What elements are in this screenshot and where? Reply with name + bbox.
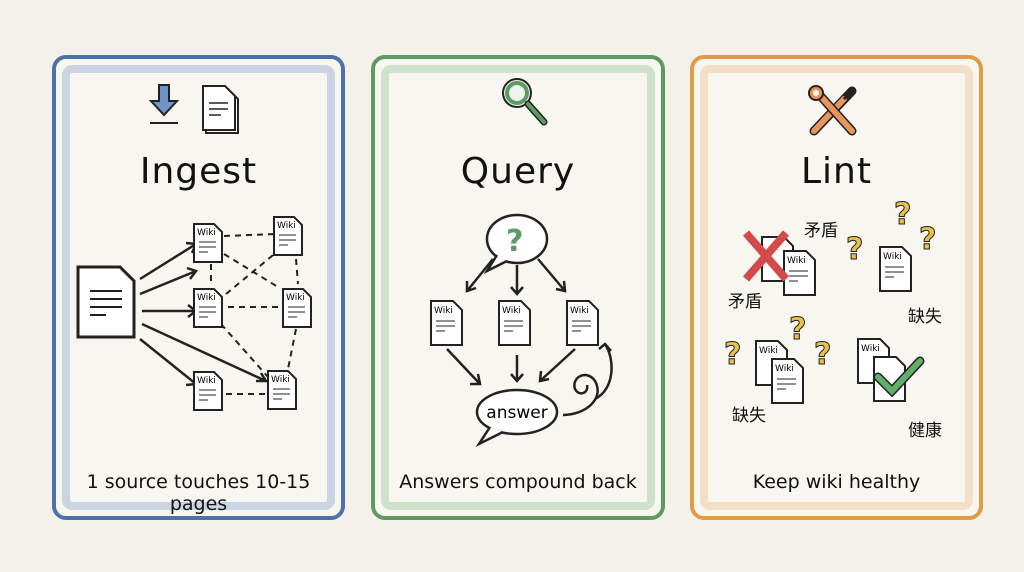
- svg-text:Wiki: Wiki: [197, 228, 216, 238]
- download-arrow-icon: [148, 84, 180, 124]
- svg-text:Wiki: Wiki: [883, 252, 902, 262]
- healthy-label: 健康: [908, 421, 942, 441]
- missing-label: 缺失: [732, 406, 766, 426]
- panel-title: Lint: [801, 151, 872, 192]
- document-icon: [202, 85, 239, 134]
- svg-text:?: ?: [846, 232, 863, 267]
- missing-docs-icon: Wiki Wiki: [755, 340, 804, 404]
- wiki-links: [210, 233, 299, 395]
- wiki-node: Wiki: [273, 216, 303, 256]
- missing-label: 缺失: [908, 307, 942, 327]
- svg-text:Wiki: Wiki: [197, 293, 216, 303]
- svg-text:?: ?: [789, 312, 806, 347]
- svg-text:?: ?: [724, 337, 741, 372]
- ingest-illustration: Wiki Wiki Wiki Wiki Wiki Wiki: [76, 84, 312, 411]
- question-bubble-icon: ?: [483, 213, 549, 275]
- contradiction-label: 矛盾: [804, 221, 838, 241]
- svg-text:?: ?: [506, 224, 523, 259]
- contradiction-label: 矛盾: [728, 292, 762, 312]
- contradiction-docs-icon: Wiki: [742, 230, 816, 296]
- red-x-icon: [742, 230, 790, 282]
- panel-title: Ingest: [139, 151, 258, 192]
- svg-text:Wiki: Wiki: [787, 256, 806, 266]
- svg-text:Wiki: Wiki: [861, 344, 880, 354]
- svg-text:?: ?: [919, 222, 936, 257]
- query-illustration: ? Wiki Wiki Wiki answer: [430, 78, 613, 448]
- panel-caption: 1 source touches 10-15 pages: [86, 471, 311, 515]
- wiki-node: Wiki: [566, 300, 599, 346]
- svg-text:Wiki: Wiki: [775, 364, 794, 374]
- query-arrows: [446, 258, 576, 386]
- wiki-node: Wiki: [498, 300, 531, 346]
- wiki-node: Wiki: [267, 370, 297, 410]
- wiki-node: Wiki: [430, 300, 463, 346]
- lint-illustration: Wiki ? ? ? ? ? ? Wiki Wiki Wiki Wiki: [724, 85, 937, 404]
- wiki-node: Wiki: [193, 288, 223, 328]
- svg-text:Wiki: Wiki: [759, 346, 778, 356]
- svg-text:Wiki: Wiki: [434, 306, 453, 316]
- wiki-node: Wiki: [282, 288, 312, 328]
- svg-text:?: ?: [814, 337, 831, 372]
- lint-panel: Wiki ? ? ? ? ? ? Wiki Wiki Wiki Wiki Lin…: [690, 55, 983, 520]
- wrench-screwdriver-icon: [808, 85, 857, 136]
- panel-title: Query: [460, 151, 576, 192]
- wiki-node: Wiki: [193, 223, 223, 263]
- source-document-icon: [76, 265, 136, 339]
- missing-doc-icon: Wiki: [879, 246, 912, 292]
- panel-caption: Keep wiki healthy: [752, 471, 921, 493]
- question-mark-icons: ? ? ? ? ? ?: [724, 197, 937, 373]
- svg-text:Wiki: Wiki: [197, 376, 216, 386]
- panel-caption: Answers compound back: [399, 471, 637, 493]
- svg-text:answer: answer: [486, 403, 547, 423]
- wiki-node: Wiki: [193, 371, 223, 411]
- svg-text:Wiki: Wiki: [570, 306, 589, 316]
- magnifier-icon: [502, 78, 548, 126]
- feedback-spiral-icon: [562, 342, 613, 417]
- svg-text:?: ?: [894, 197, 911, 232]
- svg-text:Wiki: Wiki: [502, 306, 521, 316]
- svg-text:Wiki: Wiki: [271, 375, 290, 385]
- svg-text:Wiki: Wiki: [286, 293, 305, 303]
- ingest-panel: Wiki Wiki Wiki Wiki Wiki Wiki Ingest 1 s…: [52, 55, 345, 520]
- svg-text:Wiki: Wiki: [277, 221, 296, 231]
- healthy-docs-icon: Wiki: [857, 338, 925, 402]
- query-panel: ? Wiki Wiki Wiki answer Query Answers co…: [371, 55, 665, 520]
- answer-bubble-icon: answer: [475, 388, 559, 448]
